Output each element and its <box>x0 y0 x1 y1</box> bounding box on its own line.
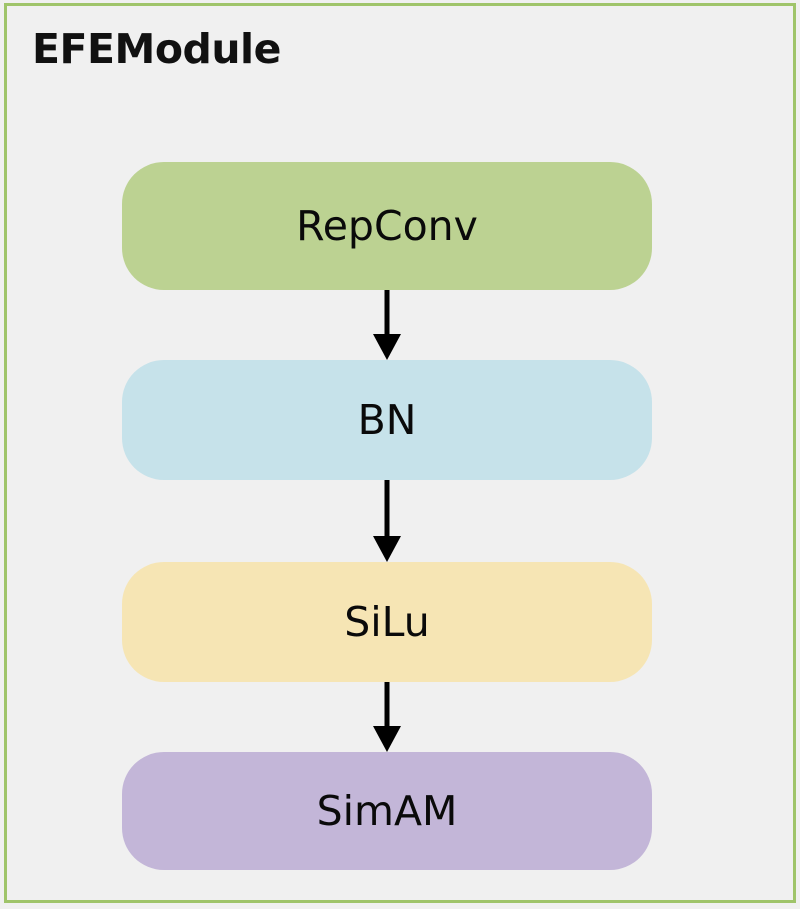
edge-silu-to-simam <box>122 682 652 752</box>
pipeline-flow: RepConv BN SiLu SimA <box>122 162 652 870</box>
arrow-down-icon <box>373 290 401 360</box>
page-title: EFEModule <box>32 25 281 73</box>
node-bn-label: BN <box>357 395 417 444</box>
arrow-down-icon <box>373 480 401 562</box>
node-repconv-label: RepConv <box>296 201 478 250</box>
node-simam-label: SimAM <box>316 786 458 835</box>
arrow-down-icon <box>373 682 401 752</box>
edge-repconv-to-bn <box>122 290 652 360</box>
node-silu[interactable]: SiLu <box>122 562 652 682</box>
node-silu-label: SiLu <box>344 597 430 646</box>
node-bn[interactable]: BN <box>122 360 652 480</box>
node-repconv[interactable]: RepConv <box>122 162 652 290</box>
edge-bn-to-silu <box>122 480 652 562</box>
node-simam[interactable]: SimAM <box>122 752 652 870</box>
